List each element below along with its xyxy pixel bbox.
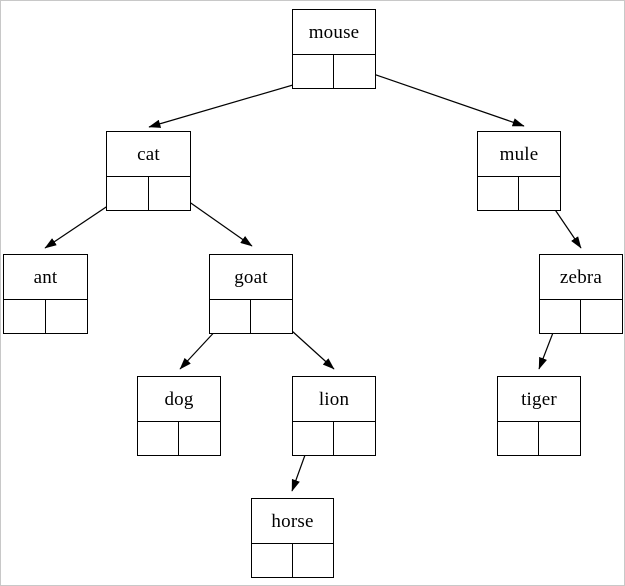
right-pointer-cell-horse[interactable]: [293, 544, 334, 577]
left-pointer-cell-lion[interactable]: [293, 422, 334, 455]
node-pointers-goat: [210, 300, 292, 333]
right-pointer-cell-tiger[interactable]: [539, 422, 580, 455]
node-goat[interactable]: goat: [209, 254, 293, 334]
node-pointers-dog: [138, 422, 220, 455]
node-horse[interactable]: horse: [251, 498, 334, 578]
node-tiger[interactable]: tiger: [497, 376, 581, 456]
right-pointer-cell-goat[interactable]: [251, 300, 292, 333]
node-pointers-zebra: [540, 300, 622, 333]
edge-mouse-right-to-mule: [355, 67, 525, 127]
right-pointer-cell-dog[interactable]: [179, 422, 220, 455]
node-pointers-horse: [252, 544, 333, 577]
node-lion[interactable]: lion: [292, 376, 376, 456]
right-pointer-cell-ant[interactable]: [46, 300, 88, 333]
right-pointer-cell-lion[interactable]: [334, 422, 375, 455]
node-dog[interactable]: dog: [137, 376, 221, 456]
left-pointer-cell-mouse[interactable]: [293, 55, 334, 88]
node-label-horse: horse: [252, 499, 333, 544]
node-label-goat: goat: [210, 255, 292, 300]
node-mouse[interactable]: mouse: [292, 9, 376, 89]
node-label-mule: mule: [478, 132, 560, 177]
right-pointer-cell-zebra[interactable]: [581, 300, 622, 333]
node-zebra[interactable]: zebra: [539, 254, 623, 334]
left-pointer-cell-mule[interactable]: [478, 177, 519, 210]
right-pointer-cell-mouse[interactable]: [334, 55, 375, 88]
node-label-zebra: zebra: [540, 255, 622, 300]
right-pointer-cell-mule[interactable]: [519, 177, 560, 210]
node-pointers-ant: [4, 300, 87, 333]
left-pointer-cell-goat[interactable]: [210, 300, 251, 333]
node-pointers-tiger: [498, 422, 580, 455]
node-pointers-lion: [293, 422, 375, 455]
left-pointer-cell-ant[interactable]: [4, 300, 46, 333]
left-pointer-cell-horse[interactable]: [252, 544, 293, 577]
node-mule[interactable]: mule: [477, 131, 561, 211]
node-cat[interactable]: cat: [106, 131, 191, 211]
node-pointers-mule: [478, 177, 560, 210]
node-label-dog: dog: [138, 377, 220, 422]
node-label-mouse: mouse: [293, 10, 375, 55]
node-ant[interactable]: ant: [3, 254, 88, 334]
node-label-cat: cat: [107, 132, 190, 177]
node-pointers-mouse: [293, 55, 375, 88]
node-label-ant: ant: [4, 255, 87, 300]
left-pointer-cell-dog[interactable]: [138, 422, 179, 455]
right-pointer-cell-cat[interactable]: [149, 177, 191, 210]
node-label-tiger: tiger: [498, 377, 580, 422]
left-pointer-cell-zebra[interactable]: [540, 300, 581, 333]
node-label-lion: lion: [293, 377, 375, 422]
left-pointer-cell-cat[interactable]: [107, 177, 149, 210]
left-pointer-cell-tiger[interactable]: [498, 422, 539, 455]
node-pointers-cat: [107, 177, 190, 210]
